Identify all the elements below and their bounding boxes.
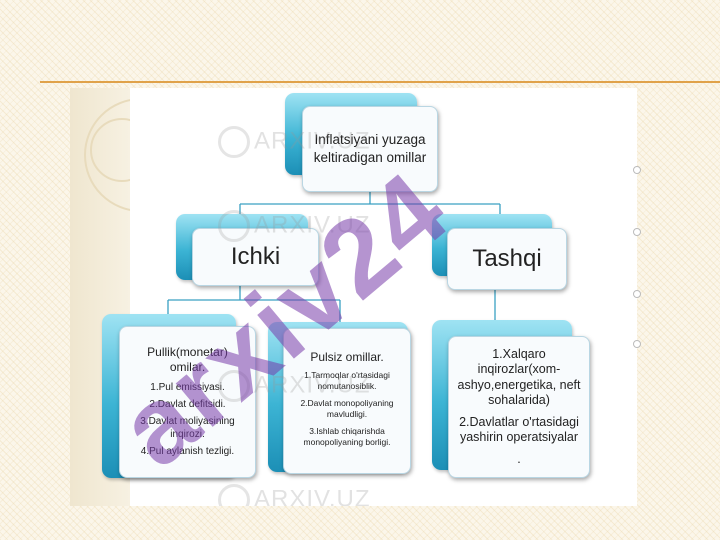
nonmonetary-title: Pulsiz omillar. — [310, 349, 384, 364]
monetary-title: Pullik(monetar) omilar. — [147, 344, 228, 374]
top-rule — [40, 81, 720, 83]
connector-root — [239, 192, 501, 214]
monetary-item: 3.Davlat moliyasining inqirozi. — [140, 415, 235, 440]
side-dot — [633, 228, 641, 236]
monetary-item: 4.Pul aylanish tezligi. — [140, 445, 235, 457]
logo-circle-icon — [218, 126, 250, 158]
watermark-logo: ARXIV.UZ — [218, 126, 370, 158]
logo-circle-icon — [218, 210, 250, 242]
side-dot — [633, 166, 641, 174]
logo-circle-icon — [218, 370, 250, 402]
nonmonetary-item: 3.Ishlab chiqarishda monopoliyaning borl… — [303, 425, 391, 447]
logo-circle-icon — [218, 484, 250, 506]
nonmonetary-item: 2.Davlat monopoliyaning mavludligi. — [300, 397, 394, 419]
external-factor-item: . — [517, 451, 521, 466]
root-line-1: Inflatsiyani yuzaga — [314, 132, 426, 147]
watermark-logo: ARXIV.UZ — [218, 484, 370, 506]
external-label: Tashqi — [472, 245, 542, 272]
external-factor-item: 1.Xalqaro inqirozlar(xom-ashyo,energetik… — [457, 346, 581, 408]
side-dot — [633, 290, 641, 298]
watermark-logo: ARXIV.UZ — [218, 370, 370, 402]
external-factor-item: 2.Davlatlar o'rtasidagi yashirin operats… — [459, 414, 579, 445]
nonmonetary-item: 1.Tarmoqlar o'rtasidagi nomutanosiblik. — [304, 369, 390, 391]
slide-image: Inflatsiyani yuzaga keltiradigan omillar… — [70, 88, 637, 506]
connector-internal — [167, 284, 341, 322]
watermark-logo: ARXIV.UZ — [218, 210, 370, 242]
monetary-item: 1.Pul emissiyasi. — [150, 381, 225, 393]
monetary-item: 2.Davlat defitsidi. — [149, 398, 226, 410]
side-dot — [633, 340, 641, 348]
root-line-2: keltiradigan omillar — [313, 150, 427, 165]
connector-lines — [167, 192, 501, 322]
internal-label: Ichki — [230, 243, 281, 270]
